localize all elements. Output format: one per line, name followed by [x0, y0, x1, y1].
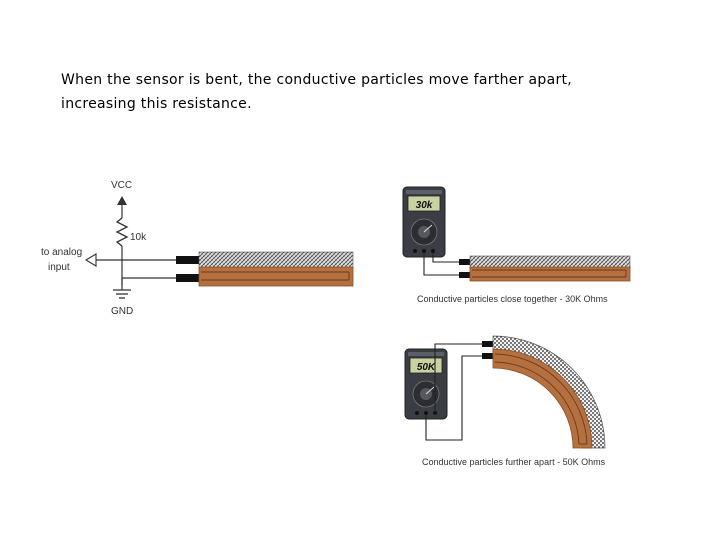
ground-icon [113, 289, 131, 299]
bent-sensor-measurement: 50K Conductive particles further apart -… [404, 335, 606, 467]
caption: When the sensor is bent, the conductive … [61, 68, 661, 116]
vcc-label: VCC [111, 180, 132, 191]
gnd-label: GND [111, 306, 133, 317]
bent-sensor-50k [492, 335, 606, 449]
straight-sensor-measurement: 30k Conductive particles close together … [402, 186, 631, 304]
resistor-label: 10k [130, 232, 147, 243]
multimeter-icon: 30k [402, 186, 446, 258]
caption-line-2: increasing this resistance. [61, 96, 252, 112]
analog-input-label-1: to analog [41, 247, 82, 258]
analog-input-label-2: input [48, 262, 70, 273]
flat-sensor-30k [469, 255, 631, 282]
straight-caption: Conductive particles close together - 30… [417, 294, 608, 304]
resistor-icon [115, 217, 129, 247]
vcc-arrow-icon [117, 196, 127, 205]
voltage-divider-circuit: VCC 10k to analog input GND [41, 180, 354, 317]
caption-line-1: When the sensor is bent, the conductive … [61, 72, 573, 88]
multimeter-icon: 50K [404, 348, 448, 420]
input-arrow-icon [84, 253, 97, 267]
bent-caption: Conductive particles further apart - 50K… [422, 457, 606, 467]
flat-sensor [198, 251, 354, 287]
meter-reading: 50K [417, 362, 436, 373]
meter-reading: 30k [416, 200, 433, 211]
